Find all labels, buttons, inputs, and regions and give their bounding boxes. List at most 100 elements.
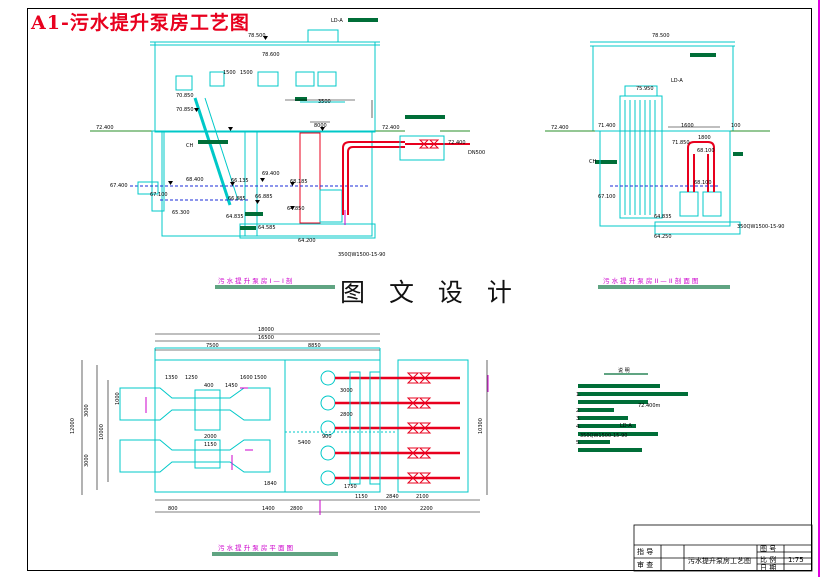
- title-block-review: 审 查: [637, 560, 653, 569]
- dim-label: 2000: [204, 434, 217, 440]
- dim-label: 1700: [374, 506, 387, 512]
- dim-label: 10300: [478, 418, 484, 434]
- plan-valves: [406, 372, 432, 484]
- label-ch-2: CH: [589, 159, 596, 165]
- caption-underlines: [212, 285, 730, 556]
- dim-label: 1400: [262, 506, 275, 512]
- dim-label: 10000: [99, 424, 105, 440]
- window: [257, 71, 279, 87]
- dim-label: 16500: [258, 335, 274, 341]
- window: [317, 71, 337, 87]
- dim-label: 1250: [185, 375, 198, 381]
- window: [175, 75, 193, 91]
- bar-screen: [193, 97, 232, 206]
- discharge-pipe-1: [342, 141, 470, 215]
- dim-label: 8850: [308, 343, 321, 349]
- dim-label: 1500: [254, 375, 267, 381]
- level-label: 64.585: [258, 225, 276, 231]
- wet-well: [161, 130, 373, 237]
- dim-label: 18000: [258, 327, 274, 333]
- dim-label: 2200: [420, 506, 433, 512]
- watermark-text: 图 文 设 计: [338, 273, 522, 309]
- note-line: 5.: [576, 440, 581, 446]
- title-block-scale-value: 1:75: [788, 556, 804, 564]
- dimension-lines: [81, 99, 720, 513]
- title-block-guide: 指 导: [637, 547, 653, 556]
- level-label: 68.100: [697, 148, 715, 154]
- dim-label: 5400: [298, 440, 311, 446]
- dim-label: 7500: [206, 343, 219, 349]
- dim-label: 900: [322, 434, 332, 440]
- dim-label: 12000: [70, 418, 76, 434]
- title-block-drawing-name: 污水提升泵房工艺图: [688, 556, 751, 565]
- dim-label: 1840: [264, 481, 277, 487]
- window: [209, 71, 225, 87]
- level-label: 70.850: [176, 93, 194, 99]
- dim-label: 3000: [84, 454, 90, 467]
- level-label: 66.885: [255, 194, 273, 200]
- partition-wall: [244, 130, 258, 237]
- dim-label: 3000: [340, 388, 353, 394]
- note-line: 4.: [576, 424, 581, 430]
- level-label: 78.500: [248, 33, 266, 39]
- inlet-wall: [151, 130, 165, 212]
- title-block-sheet-no: 图 号: [760, 545, 776, 553]
- dim-label: 1600: [681, 123, 694, 129]
- level-label: 64.850: [287, 206, 305, 212]
- plan-view: [119, 347, 469, 493]
- level-label: 72.400: [96, 125, 114, 131]
- notes-heading: 说 明: [618, 367, 630, 374]
- base-slab: [239, 223, 376, 239]
- level-label: 72.400: [382, 125, 400, 131]
- level-label: 64.200: [298, 238, 316, 244]
- window: [295, 71, 315, 87]
- dim-label: 8000: [314, 123, 327, 129]
- level-label: 72.400: [448, 140, 466, 146]
- note-line: 3.: [576, 416, 581, 422]
- level-label: 78.500: [652, 33, 670, 39]
- notes-block: [578, 384, 688, 452]
- gate-valve: [418, 139, 440, 149]
- label-pump: 350QW1500-15-90: [338, 252, 385, 258]
- note-line: 2.: [576, 408, 581, 414]
- dim-label: 100: [731, 123, 741, 129]
- level-label: 64.835: [226, 214, 244, 220]
- dim-label: 2840: [386, 494, 399, 500]
- dim-label: 1500: [223, 70, 236, 76]
- level-label: 67.100: [150, 192, 168, 198]
- level-label: 64.835: [654, 214, 672, 220]
- level-label: 67.400: [110, 183, 128, 189]
- level-label: 75.950: [636, 86, 654, 92]
- valve-chamber: [399, 135, 445, 161]
- pump-column: [299, 132, 321, 224]
- note-fragment-pump: 350QW1500-15-90: [580, 433, 627, 439]
- label-bars: [198, 18, 743, 230]
- level-label: 66.885: [228, 196, 246, 202]
- level-label: 68.185: [290, 179, 308, 185]
- dim-label: 1450: [225, 383, 238, 389]
- level-label: 72.400: [551, 125, 569, 131]
- section-2-caption: 污 水 提 升 泵 房 II — II 剖 面 图: [603, 276, 698, 285]
- label-ld-a: LD-A: [331, 18, 343, 24]
- dim-label: 3000: [84, 404, 90, 417]
- dim-label: 1000: [115, 392, 121, 405]
- roof-vent: [307, 29, 339, 43]
- drawing-frame: [27, 8, 812, 571]
- level-label: 67.100: [598, 194, 616, 200]
- section-2-view: [545, 41, 770, 235]
- dim-label: 1150: [204, 442, 217, 448]
- level-label: 68.100: [694, 180, 712, 186]
- plan-pipe-supports: [349, 371, 381, 485]
- dim-label: 1600: [240, 375, 253, 381]
- dim-label: 3500: [318, 99, 331, 105]
- note-fragment-ld: LD-A: [620, 423, 632, 429]
- level-label: 71.850: [672, 140, 690, 146]
- label-pump-2: 350QW1500-15-90: [737, 224, 784, 230]
- dim-label: 400: [204, 383, 214, 389]
- title-block-scale-label: 比 例: [760, 555, 776, 564]
- level-label: 69.400: [262, 171, 280, 177]
- water-levels-1: [130, 185, 370, 201]
- title-block: [633, 524, 813, 572]
